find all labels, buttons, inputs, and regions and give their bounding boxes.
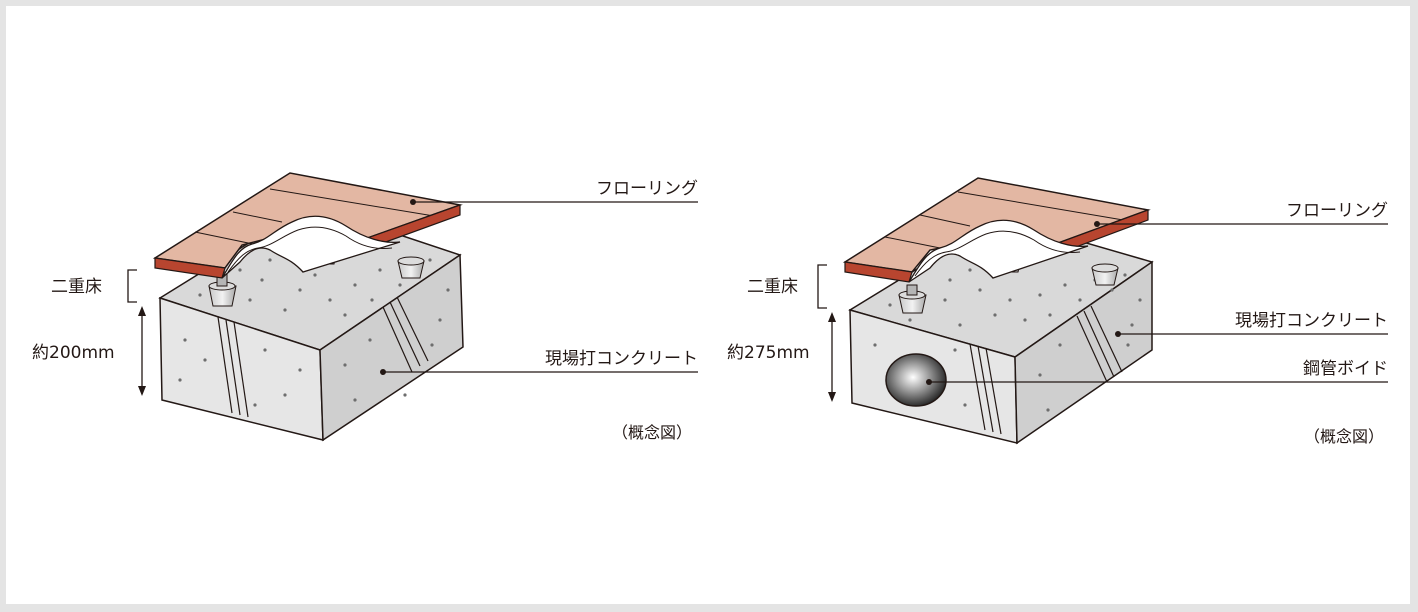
left-concrete-label: 現場打コンクリート [545,349,698,369]
right-void-callout: 鋼管ボイド [926,359,1388,385]
left-flooring-label: フローリング [596,179,698,199]
right-concrete-label: 現場打コンクリート [1235,311,1388,331]
right-steel-pipe-void [885,353,947,407]
right-height-dimension: 約275mm [727,312,836,402]
right-height-label: 約275mm [727,343,810,363]
left-double-floor-bracket: 二重床 [51,269,137,303]
right-flooring-callout: フローリング [1094,201,1388,227]
left-height-label: 約200mm [32,343,115,363]
left-double-floor-label: 二重床 [51,277,102,297]
right-figure: フローリング 二重床 約275mm 現場打コンクリート 鋼管ボイド （概念図） [727,177,1388,446]
left-flooring [152,172,463,279]
left-height-dimension: 約200mm [32,306,146,396]
left-concept-note: （概念図） [612,423,692,442]
left-flooring-callout: フローリング [410,179,698,205]
left-concrete-callout: 現場打コンクリート [380,349,698,375]
right-concrete-callout: 現場打コンクリート [1115,311,1388,337]
right-void-label: 鋼管ボイド [1303,359,1388,379]
right-double-floor-bracket: 二重床 [747,264,827,309]
left-figure: フローリング 二重床 約200mm 現場打コンクリート （概念図） [32,172,698,442]
right-double-floor-label: 二重床 [747,277,798,297]
right-flooring-label: フローリング [1286,201,1388,221]
right-concept-note: （概念図） [1304,427,1384,446]
right-flooring [842,177,1151,283]
